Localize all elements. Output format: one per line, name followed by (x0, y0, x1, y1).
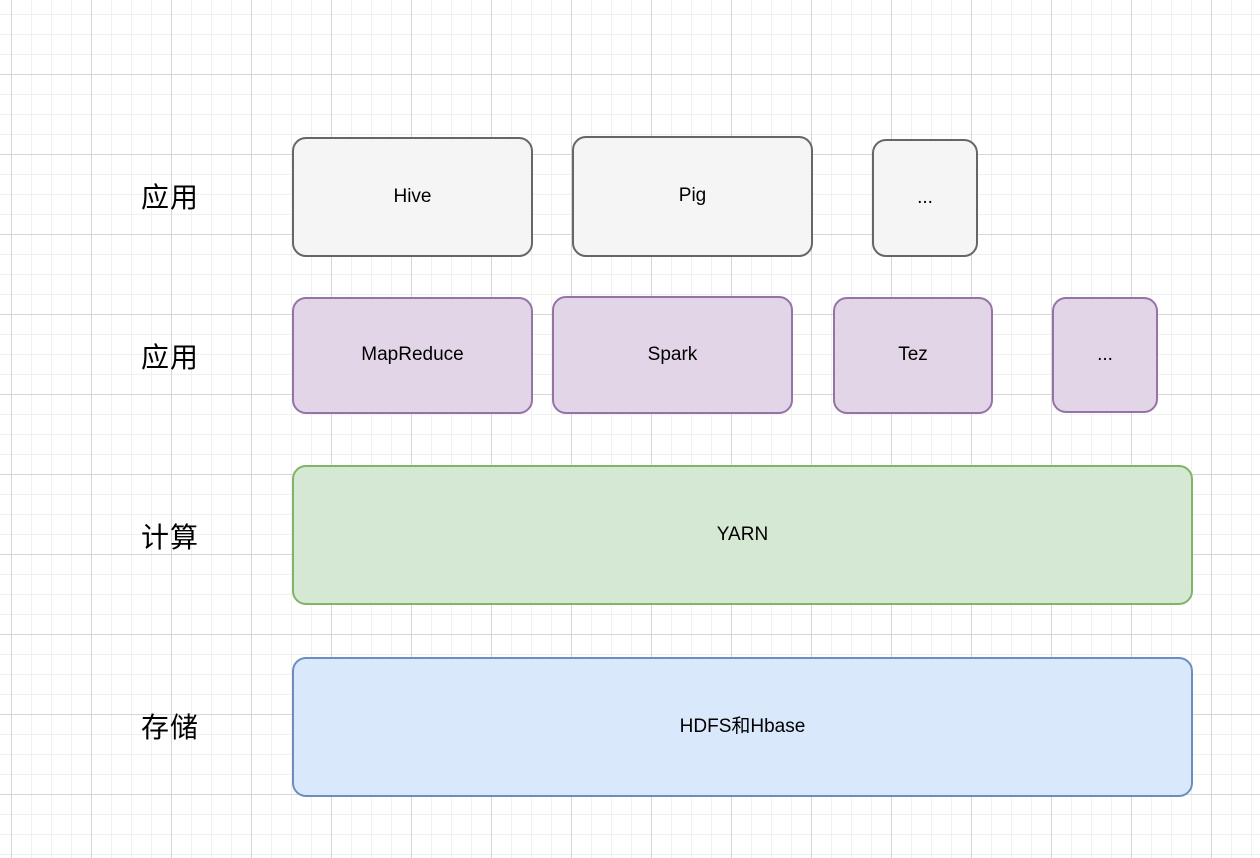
row-label-application-2[interactable]: 应用 (140, 342, 199, 373)
node-pig[interactable]: Pig (572, 136, 813, 257)
node-mapreduce[interactable]: MapReduce (292, 297, 533, 414)
row-label-compute[interactable]: 计算 (140, 522, 199, 553)
node-ellipsis-apps[interactable]: ... (872, 139, 978, 257)
node-spark[interactable]: Spark (552, 296, 793, 414)
row-label-application-1[interactable]: 应用 (140, 182, 199, 213)
node-hdfs-hbase[interactable]: HDFS和Hbase (292, 657, 1193, 797)
node-ellipsis-engines[interactable]: ... (1052, 297, 1158, 413)
node-hive[interactable]: Hive (292, 137, 533, 257)
node-yarn[interactable]: YARN (292, 465, 1193, 605)
node-tez[interactable]: Tez (833, 297, 993, 414)
row-label-storage[interactable]: 存储 (140, 712, 199, 743)
